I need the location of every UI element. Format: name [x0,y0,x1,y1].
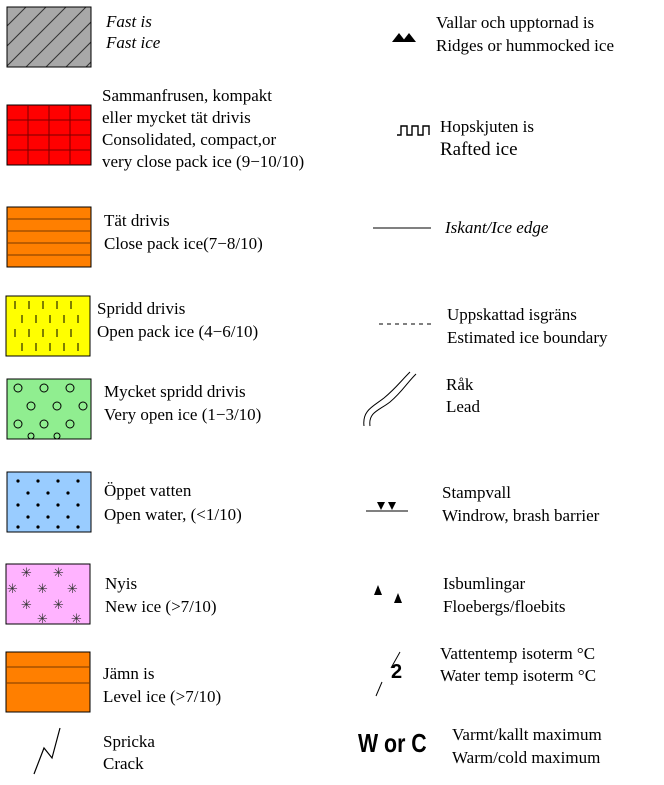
isotherm-label-en: Water temp isoterm °C [440,666,597,685]
ridges-label-en: Ridges or hummocked ice [436,36,614,55]
svg-text:✳: ✳ [7,582,18,597]
lead-icon [363,371,417,427]
ridges-icon [392,33,416,42]
rafted-icon [397,125,430,136]
level-ice-label-en: Level ice (>7/10) [103,687,222,706]
consolidated-label-3: Consolidated, compact,or [102,130,277,149]
crack-label-en: Crack [103,754,144,773]
svg-text:✳: ✳ [21,566,32,581]
warm-cold-maximum-symbol: W or C [358,728,427,758]
fast-ice-swatch [6,6,92,68]
ridges-label-sv: Vallar och upptornad is [436,13,595,32]
close-pack-label-en: Close pack ice(7−8/10) [104,234,263,253]
floebergs-label-en: Floebergs/floebits [443,597,566,616]
isotherm-label-sv: Vattentemp isoterm °C [440,644,596,663]
windrow-label-sv: Stampvall [442,483,511,502]
estimated-boundary-line-icon [379,323,435,325]
very-open-ice-swatch [6,378,92,440]
level-ice-swatch [5,651,91,713]
lead-label-en: Lead [446,397,480,416]
very-open-label-en: Very open ice (1−3/10) [104,405,262,424]
close-pack-label-sv: Tät drivis [104,211,170,230]
isotherm-value: 2 [391,661,403,683]
ice-edge-line-icon [373,227,431,229]
maximum-label-sv: Varmt/kallt maximum [452,725,602,744]
svg-text:✳: ✳ [37,612,48,625]
consolidated-ice-swatch [6,104,92,166]
open-water-swatch [6,471,92,533]
svg-text:✳: ✳ [21,598,32,613]
consolidated-label-1: Sammanfrusen, kompakt [102,86,272,105]
svg-text:✳: ✳ [53,566,64,581]
svg-text:✳: ✳ [71,612,82,625]
ice-edge-label: Iskant/Ice edge [445,218,549,237]
consolidated-label-4: very close pack ice (9−10/10) [102,152,305,171]
rafted-label-sv: Hopskjuten is [440,117,534,136]
lead-label-sv: Råk [446,375,474,394]
est-boundary-label-en: Estimated ice boundary [447,328,608,347]
rafted-label-en: Rafted ice [440,139,518,160]
new-ice-label-en: New ice (>7/10) [105,597,217,616]
open-pack-label-en: Open pack ice (4−6/10) [97,322,259,341]
level-ice-label-sv: Jämn is [103,664,155,683]
svg-text:✳: ✳ [67,582,78,597]
svg-text:✳: ✳ [53,598,64,613]
svg-text:✳: ✳ [37,582,48,597]
fast-ice-label-en: Fast ice [106,33,161,52]
open-water-label-sv: Öppet vatten [104,481,192,500]
new-ice-label-sv: Nyis [105,574,138,593]
new-ice-swatch: ✳✳ ✳✳✳ ✳✳ ✳✳ [5,563,91,625]
isotherm-line-icon [375,651,401,697]
open-pack-label-sv: Spridd drivis [97,299,186,318]
very-open-label-sv: Mycket spridd drivis [104,382,246,401]
crack-label-sv: Spricka [103,732,155,751]
windrow-icon [366,502,408,512]
crack-icon [33,727,61,775]
open-pack-ice-swatch [5,295,91,357]
consolidated-label-2: eller mycket tät drivis [102,108,251,127]
open-water-label-en: Open water, (<1/10) [104,505,242,524]
floebergs-icon [374,585,402,603]
floebergs-label-sv: Isbumlingar [443,574,526,593]
est-boundary-label-sv: Uppskattad isgräns [447,305,577,324]
maximum-label-en: Warm/cold maximum [452,748,601,767]
close-pack-ice-swatch [6,206,92,268]
windrow-label-en: Windrow, brash barrier [442,506,600,525]
fast-ice-label-sv: Fast is [106,12,152,31]
